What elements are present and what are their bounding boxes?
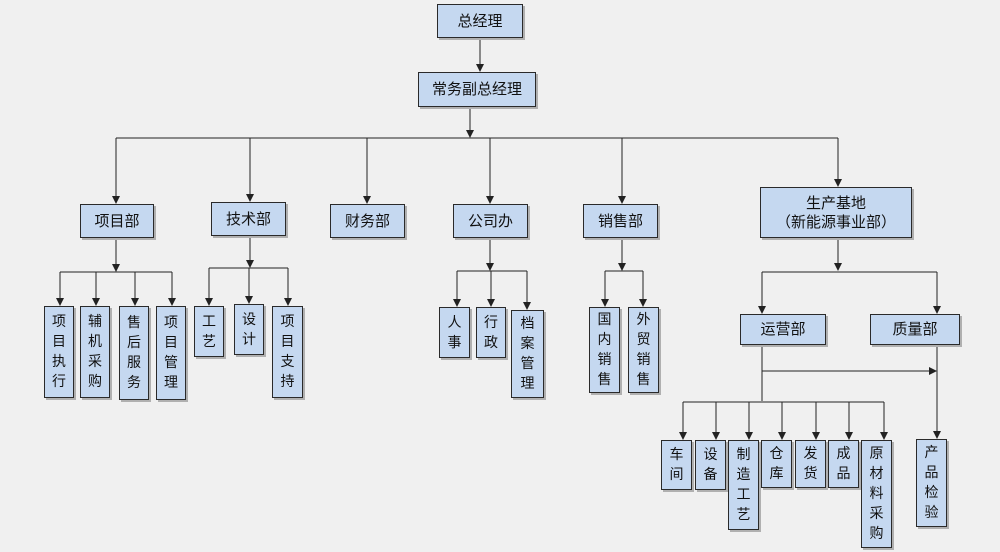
node-general-manager: 总经理 — [437, 4, 523, 38]
node-project-execution: 项目执行 — [44, 306, 74, 398]
node-project-management: 项目管理 — [156, 306, 186, 400]
node-char: 行政 — [484, 314, 498, 351]
node-domestic-sales: 国内销售 — [589, 307, 620, 393]
node-production-base: 生产基地 （新能源事业部） — [760, 187, 912, 238]
node-design: 设计 — [234, 304, 264, 355]
node-char: 人事 — [447, 314, 462, 351]
node-char: 仓库 — [769, 446, 784, 482]
node-label: 公司办 — [467, 211, 513, 230]
node-char: 项目管理 — [164, 315, 178, 391]
node-char: 原材料采购 — [869, 446, 884, 542]
node-char: 车间 — [669, 447, 684, 483]
node-project-support: 项目支持 — [272, 306, 303, 398]
node-char: 国内销售 — [597, 312, 612, 388]
node-char: 设备 — [703, 447, 718, 483]
node-company-office: 公司办 — [453, 204, 528, 238]
node-equipment: 设备 — [695, 440, 726, 490]
node-aux-procurement: 辅机采购 — [80, 306, 110, 398]
node-raw-material-procurement: 原材料采购 — [861, 440, 892, 548]
node-label: 生产基地 — [805, 193, 866, 212]
node-char: 档案管理 — [520, 316, 535, 392]
node-label: 技术部 — [225, 209, 271, 228]
node-char: 项目执行 — [52, 314, 66, 390]
node-label: 财务部 — [344, 211, 390, 230]
node-finished-goods: 成品 — [828, 440, 859, 488]
node-workshop: 车间 — [661, 440, 692, 490]
node-label: 项目部 — [94, 211, 140, 230]
node-char: 辅机采购 — [88, 314, 102, 390]
node-project-dept: 项目部 — [80, 204, 154, 238]
node-quality-dept: 质量部 — [870, 314, 960, 345]
node-process: 工艺 — [194, 306, 224, 357]
node-label: 质量部 — [892, 320, 938, 338]
node-operations-dept: 运营部 — [740, 314, 826, 345]
node-finance-dept: 财务部 — [330, 204, 405, 238]
node-manufacturing-process: 制造工艺 — [728, 440, 759, 530]
node-warehouse: 仓库 — [761, 440, 792, 488]
node-char: 外贸销售 — [636, 312, 651, 388]
node-after-sales: 售后服务 — [119, 306, 149, 400]
node-char: 制造工艺 — [736, 447, 751, 523]
node-char: 项目支持 — [280, 314, 295, 390]
node-export-sales: 外贸销售 — [628, 307, 659, 393]
node-char: 产品检验 — [924, 445, 939, 521]
node-label: 销售部 — [597, 211, 643, 230]
node-administration: 行政 — [476, 307, 506, 358]
node-sublabel: （新能源事业部） — [775, 212, 896, 231]
node-char: 工艺 — [202, 313, 216, 350]
node-tech-dept: 技术部 — [211, 202, 286, 236]
node-sales-dept: 销售部 — [583, 204, 658, 238]
node-label: 运营部 — [760, 320, 806, 338]
node-executive-vice-gm: 常务副总经理 — [418, 72, 536, 107]
node-char: 成品 — [836, 446, 851, 482]
node-char: 发货 — [803, 446, 818, 482]
node-label: 总经理 — [457, 11, 503, 30]
node-char: 售后服务 — [127, 315, 141, 391]
node-label: 常务副总经理 — [431, 80, 522, 98]
node-shipping: 发货 — [795, 440, 826, 488]
node-archives: 档案管理 — [511, 310, 544, 398]
node-product-inspection: 产品检验 — [916, 439, 947, 527]
node-hr: 人事 — [439, 307, 470, 358]
node-char: 设计 — [242, 311, 256, 348]
